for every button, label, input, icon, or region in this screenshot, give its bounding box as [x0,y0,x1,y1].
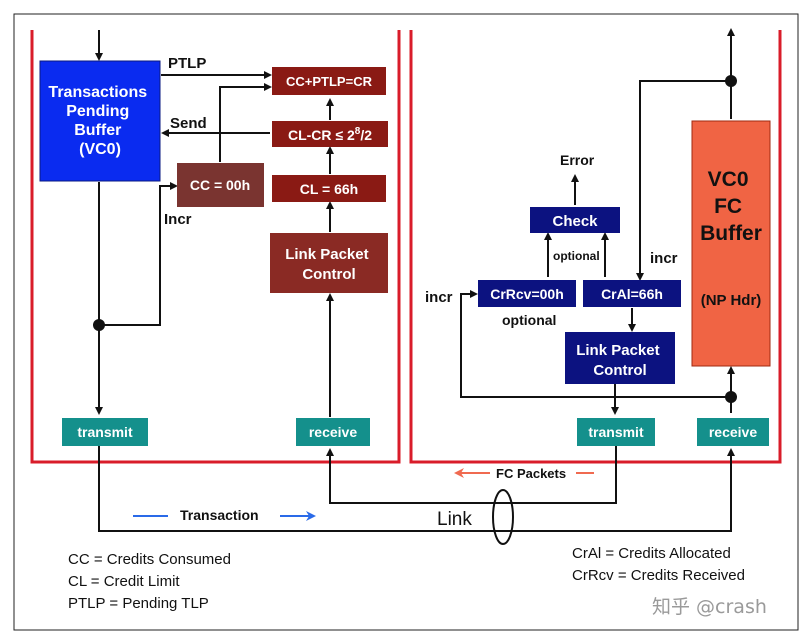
junction-dot-top [725,75,737,87]
transaction-label: Transaction [180,507,259,523]
tpb-line-1: Transactions [48,84,147,101]
svg-text:CrAl = Credits Allocated C: CrAl = Credits Allocated CrRcv = Credits… [572,545,745,584]
link-packet-control-right [565,332,675,384]
right-device-frame [409,30,782,464]
vc0-line-2: FC [714,195,742,218]
legend-cral: CrAl = Credits Allocated [572,545,731,562]
np-hdr-label: (NP Hdr) [701,292,762,309]
cc-ptlp-text: CC+PTLP=CR [286,74,373,89]
crrcv-text: CrRcv=00h [490,286,564,302]
optional-top-label: optional [553,249,600,263]
check-text: Check [552,213,598,230]
legend-cl: CL = Credit Limit [68,573,180,590]
watermark: 知乎 @crash [652,596,767,618]
transmit-box-left [62,418,148,446]
transactions-pending-buffer [39,60,161,182]
cral-text: CrAl=66h [601,286,663,302]
fc-packets-label: FC Packets [496,466,566,481]
receive-box-right [697,418,769,446]
vc0-line-3: Buffer [700,222,762,245]
vc0-fc-buffer [691,120,771,367]
receive-left-text: receive [309,424,357,440]
link-bundle-ring [492,489,514,545]
junction-dot [93,319,105,331]
cl-cr-box [272,121,388,147]
transmit-left-text: transmit [77,424,133,440]
ptlp-label: PTLP [168,55,206,72]
left-connectors [95,30,334,417]
svg-text:Transactions Pending B: Transactions Pending Buffer (VC0) [48,84,151,158]
svg-text:Link Packet Control: Link Packet Control [285,246,373,283]
left-device-frame [30,30,401,464]
cral-box [583,280,681,307]
svg-text:Link Packet Control: Link Packet Control [576,342,664,379]
cl-cr-text: CL-CR ≤ 28/2 [288,126,372,143]
tpb-line-2: Pending [66,103,129,120]
cc-box [177,163,264,207]
cl-cr-tail: /2 [360,127,372,143]
error-label: Error [560,152,595,168]
legend-ptlp: PTLP = Pending TLP [68,595,209,612]
outer-frame [13,13,799,631]
link-packet-control-left [270,233,388,293]
cl-cr-superscript: 8 [355,126,361,137]
lpc-left-line-1: Link Packet [285,246,368,263]
junction-dot-bottom [725,391,737,403]
incr-label-crrcv: incr [425,289,453,306]
vc0-line-1: VC0 [708,168,749,191]
legend-cc: CC = Credits Consumed [68,551,231,568]
link-label: Link [437,509,472,530]
check-box [530,207,620,233]
lpc-left-line-2: Control [302,266,355,283]
right-connectors [460,28,735,415]
svg-text:CC = Credits Consumed CL =: CC = Credits Consumed CL = Credit Limit … [68,551,235,612]
cl-box [272,175,386,202]
send-label: Send [170,115,207,132]
lpc-right-line-1: Link Packet [576,342,659,359]
incr-label-right: incr [650,250,678,267]
tpb-line-4: (VC0) [79,141,121,158]
incr-label-left: Incr [164,211,192,228]
cl-text: CL = 66h [300,181,359,197]
receive-right-text: receive [709,424,757,440]
optional-bottom-label: optional [502,312,556,328]
svg-text:VC0 FC Buffer: VC0 FC Buffer [700,168,762,245]
cc-text: CC = 00h [190,177,250,193]
legend-crrcv: CrRcv = Credits Received [572,567,745,584]
receive-box-left [296,418,370,446]
link-wires [98,446,735,532]
cl-cr-main: CL-CR ≤ 2 [288,127,355,143]
transmit-right-text: transmit [588,424,644,440]
crrcv-box [478,280,576,307]
lpc-right-line-2: Control [593,362,646,379]
cc-ptlp-box [272,67,386,95]
transmit-box-right [577,418,655,446]
tpb-line-3: Buffer [74,122,121,139]
